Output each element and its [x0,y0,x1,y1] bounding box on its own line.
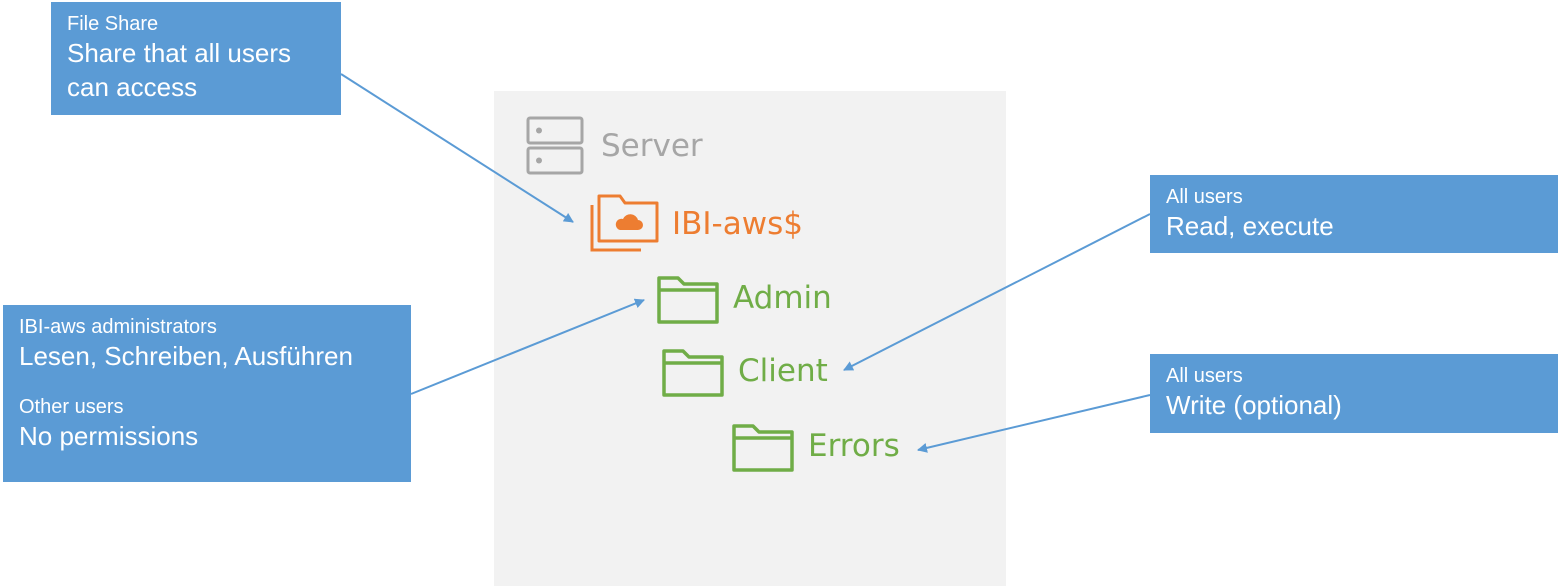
folder-icon[interactable] [661,345,725,399]
folder-client-label[interactable]: Client [738,353,828,389]
callout-client-permissions: All users Read, execute [1150,175,1558,253]
cloud-folder-icon[interactable] [589,193,661,253]
arrow-client [843,213,1151,371]
callout-client-group: All users [1166,186,1243,208]
folder-icon[interactable] [731,420,795,474]
callout-admin-permissions: IBI-aws administrators Lesen, Schreiben,… [3,305,411,482]
callout-file-share: File Share Share that all users can acce… [51,2,341,115]
callout-admins-perm: Lesen, Schreiben, Ausführen [19,341,353,371]
folder-admin-label[interactable]: Admin [733,280,832,316]
folder-errors-label[interactable]: Errors [808,428,900,464]
callout-errors-permissions: All users Write (optional) [1150,354,1558,433]
callout-file-share-text: Share that all users can access [67,38,292,102]
callout-errors-group: All users [1166,365,1243,387]
share-label[interactable]: IBI-aws$ [672,206,803,242]
arrow-file-share [340,73,574,223]
callout-client-perm: Read, execute [1166,211,1334,241]
callout-others-perm: No permissions [19,421,199,451]
server-label: Server [601,128,703,164]
callout-others-group: Other users [19,396,124,418]
callout-admins-group: IBI-aws administrators [19,316,217,338]
arrow-errors [917,394,1151,453]
server-icon [526,116,584,175]
arrow-admins [410,298,645,395]
folder-icon[interactable] [656,272,720,326]
callout-errors-perm: Write (optional) [1166,390,1342,420]
callout-file-share-title: File Share [67,13,159,35]
